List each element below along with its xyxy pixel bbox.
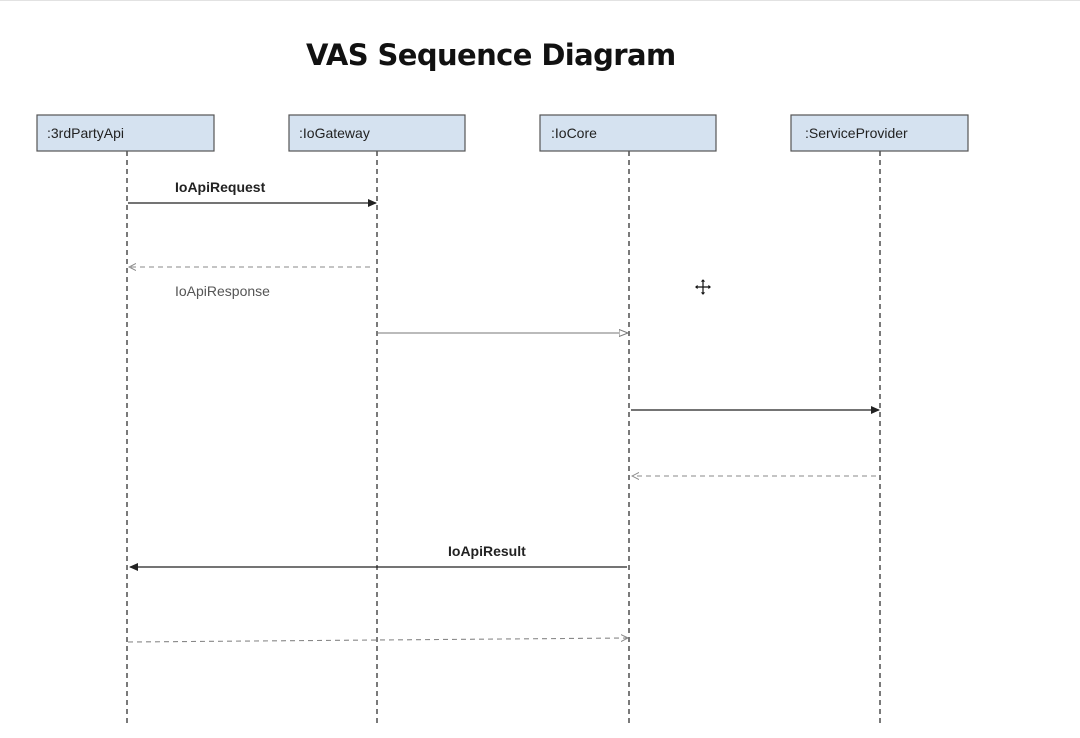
move-cursor-icon	[694, 278, 712, 296]
message-ioapiresult: IoApiResult	[129, 543, 627, 571]
participant-label: :3rdPartyApi	[47, 125, 124, 141]
participant-label: :IoGateway	[299, 125, 370, 141]
participant-3rdpartyapi: :3rdPartyApi	[36, 114, 215, 152]
participant-label: :ServiceProvider	[805, 125, 908, 141]
message-label: IoApiRequest	[175, 179, 266, 195]
message-label: IoApiResponse	[175, 283, 270, 299]
participant-iocore: :IoCore	[539, 114, 717, 152]
message-label: IoApiResult	[448, 543, 526, 559]
top-border	[0, 0, 1080, 1]
participant-serviceprovider: :ServiceProvider	[790, 114, 969, 152]
message-ioapiresponse: IoApiResponse	[129, 267, 370, 299]
participant-label: :IoCore	[551, 125, 597, 141]
diagram-title: VAS Sequence Diagram	[306, 38, 676, 72]
message-3rdpartyapi-to-core	[127, 638, 628, 643]
participant-iogateway: :IoGateway	[288, 114, 466, 152]
message-ioapirequest: IoApiRequest	[128, 179, 377, 207]
